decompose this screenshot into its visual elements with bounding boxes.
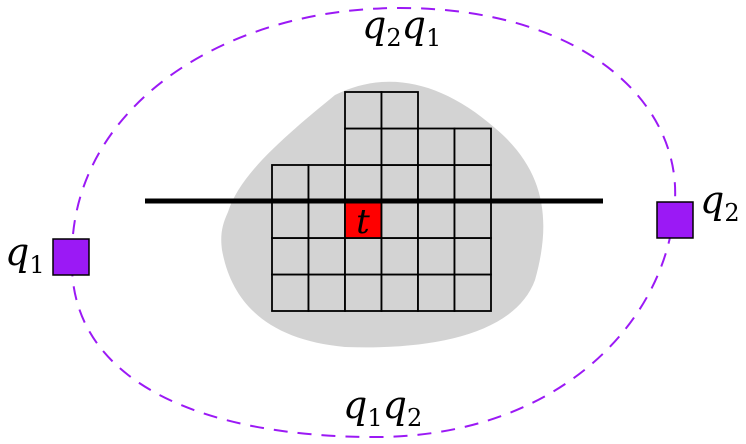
grid-cell bbox=[307, 237, 346, 276]
grid-cell bbox=[380, 237, 419, 276]
grid-cell bbox=[380, 164, 419, 203]
grid-cell bbox=[453, 237, 492, 276]
grid-cell bbox=[271, 164, 310, 203]
grid-cell bbox=[453, 200, 492, 239]
grid-cell bbox=[307, 200, 346, 239]
grid-cell bbox=[417, 127, 456, 166]
grid-cell bbox=[344, 273, 383, 312]
grid-cell bbox=[417, 237, 456, 276]
grid-cell bbox=[453, 273, 492, 312]
grid-cell bbox=[380, 273, 419, 312]
grid-cell bbox=[344, 237, 383, 276]
grid-cell bbox=[417, 164, 456, 203]
grid-cell bbox=[380, 127, 419, 166]
grid-cell bbox=[380, 200, 419, 239]
agent-q1-label: q1 bbox=[5, 230, 45, 279]
grid-cell bbox=[380, 91, 419, 130]
grid-cell bbox=[417, 200, 456, 239]
grid-cell bbox=[417, 273, 456, 312]
grid-cell bbox=[344, 164, 383, 203]
target-label: t bbox=[356, 202, 370, 242]
grid-cell bbox=[344, 91, 383, 130]
bottom-path-label: q1q2 bbox=[343, 383, 422, 432]
grid-cells bbox=[271, 91, 492, 312]
grid-cell bbox=[271, 273, 310, 312]
grid-cell bbox=[271, 200, 310, 239]
agent-q2-label: q2 bbox=[700, 178, 740, 227]
target-cell bbox=[344, 200, 383, 239]
grid-cell bbox=[307, 273, 346, 312]
top-path-label: q2q1 bbox=[362, 3, 441, 52]
grid-cell bbox=[453, 127, 492, 166]
grid-cell bbox=[344, 127, 383, 166]
grid-cell bbox=[453, 164, 492, 203]
square-agent-icon bbox=[52, 238, 90, 276]
grid-cell bbox=[271, 237, 310, 276]
square-agent-icon bbox=[656, 201, 694, 239]
grid-cell bbox=[307, 164, 346, 203]
